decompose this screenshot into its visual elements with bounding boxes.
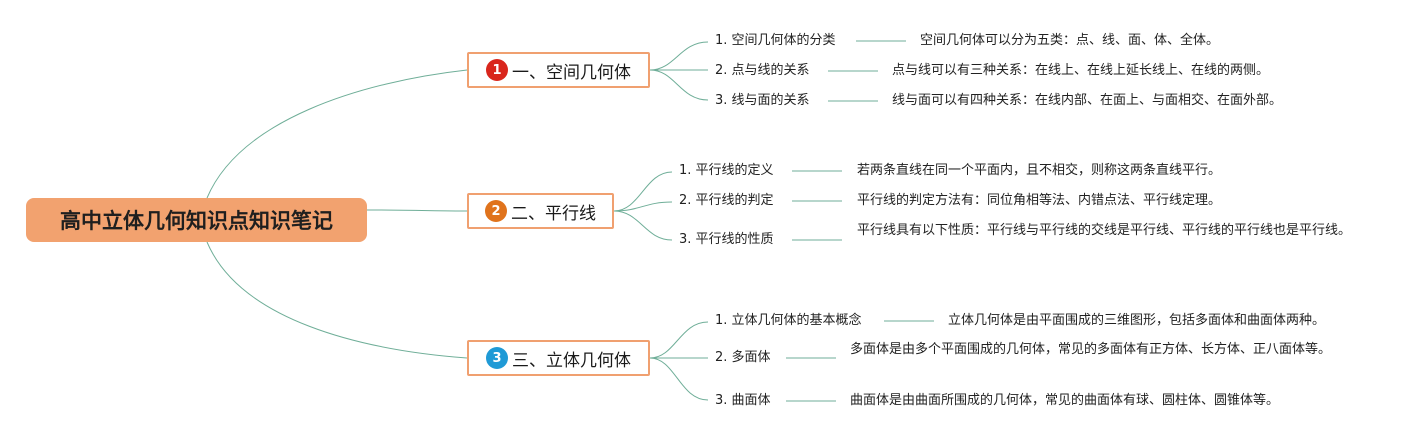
topic-1-1-description: 空间几何体可以分为五类：点、线、面、体、全体。 <box>920 33 1220 48</box>
topic-2-1[interactable]: 1. 平行线的定义 <box>679 163 774 178</box>
topic-1-2[interactable]: 2. 点与线的关系 <box>715 63 810 78</box>
topic-1-3[interactable]: 3. 线与面的关系 <box>715 93 810 108</box>
branch-title-2: 二、平行线 <box>511 203 596 224</box>
number-badge-3: 3 <box>486 347 508 369</box>
branch-2-to-topic-2-link <box>613 201 673 212</box>
topic-3-1[interactable]: 1. 立体几何体的基本概念 <box>715 313 862 328</box>
topic-3-2-description: 多面体是由多个平面围成的几何体，常见的多面体有正方体、长方体、正八面体等。 <box>850 342 1332 357</box>
branch-1-to-topic-3-link <box>649 69 709 101</box>
topic-1-3-description: 线与面可以有四种关系：在线内部、在面上、与面相交、在面外部。 <box>892 93 1283 108</box>
branch-node-1[interactable]: 1 一、空间几何体 <box>467 52 650 88</box>
topic-2-3[interactable]: 3. 平行线的性质 <box>679 232 774 247</box>
topic-3-3[interactable]: 3. 曲面体 <box>715 393 771 408</box>
branch-node-2[interactable]: 2 二、平行线 <box>467 193 614 229</box>
topic-1-1[interactable]: 1. 空间几何体的分类 <box>715 33 836 48</box>
topic-2-2[interactable]: 2. 平行线的判定 <box>679 193 774 208</box>
topic-2-1-description: 若两条直线在同一个平面内，且不相交，则称这两条直线平行。 <box>857 163 1222 178</box>
topic-3-1-description: 立体几何体是由平面围成的三维图形，包括多面体和曲面体两种。 <box>948 313 1326 328</box>
topic-2-3-description: 平行线具有以下性质：平行线与平行线的交线是平行线、平行线的平行线也是平行线。 <box>857 223 1352 238</box>
branch-title-3: 三、立体几何体 <box>512 350 631 371</box>
number-badge-2: 2 <box>485 200 507 222</box>
root-node[interactable]: 高中立体几何知识点知识笔记 <box>26 198 367 242</box>
branch-title-1: 一、空间几何体 <box>512 62 631 83</box>
topic-2-2-description: 平行线的判定方法有：同位角相等法、内错点法、平行线定理。 <box>857 193 1222 208</box>
root-to-branch-1-link <box>206 69 468 199</box>
branch-2-to-topic-1-link <box>613 171 673 212</box>
branch-3-to-topic-1-link <box>649 321 709 359</box>
number-badge-1: 1 <box>486 59 508 81</box>
branch-node-3[interactable]: 3 三、立体几何体 <box>467 340 650 376</box>
topic-3-2[interactable]: 2. 多面体 <box>715 350 771 365</box>
topic-3-3-description: 曲面体是由曲面所围成的几何体，常见的曲面体有球、圆柱体、圆锥体等。 <box>850 393 1280 408</box>
root-to-branch-2-link <box>366 209 468 212</box>
topic-1-2-description: 点与线可以有三种关系：在线上、在线上延长线上、在线的两侧。 <box>892 63 1270 78</box>
root-to-branch-3-link <box>206 241 468 359</box>
branch-1-to-topic-1-link <box>649 41 709 71</box>
branch-2-to-topic-3-link <box>613 210 673 241</box>
branch-3-to-topic-3-link <box>649 357 709 401</box>
root-title: 高中立体几何知识点知识笔记 <box>60 209 333 233</box>
